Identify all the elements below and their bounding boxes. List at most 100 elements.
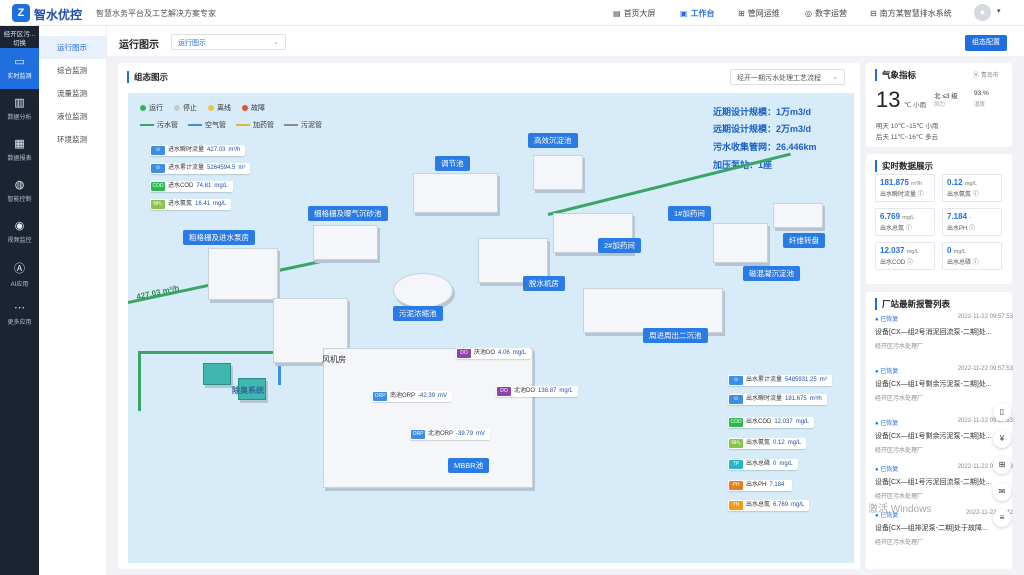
grid-icon[interactable]: ⊞ [993, 456, 1011, 474]
system-icon: ⊟ [870, 9, 877, 18]
coin-icon[interactable]: ¥ [993, 430, 1011, 448]
unit-label-secondary-clarifier[interactable]: 周进周出二沉池 [643, 328, 708, 343]
sidebar-item-analysis[interactable]: ▥数据分析 [0, 89, 39, 130]
diagram-title: 组态图示 [127, 71, 168, 83]
unit-label-deodorization[interactable]: 除臭系统 [232, 386, 264, 395]
brand-logo-icon: Z [12, 4, 30, 22]
process-scene: 运行 停止 离线 故障 污水管 空气管 加药管 污泥管 近期设计规模：1万m3/… [128, 93, 854, 563]
deodorizer-unit [203, 363, 231, 385]
config-button[interactable]: 组态配置 [965, 35, 1007, 51]
sludge-thickener-building [393, 273, 453, 308]
alarm-title: 厂站最新报警列表 [875, 298, 950, 310]
weather-title: 气象指标 [875, 69, 916, 81]
book-icon[interactable]: ▯ [993, 403, 1011, 421]
unit-label-regulating-tank[interactable]: 调节池 [435, 156, 470, 171]
design-capacity-far: 远期设计规模：2万m3/d [713, 124, 812, 134]
site-selector[interactable]: 经开区污...切换 [3, 31, 36, 47]
realtime-title: 实时数据展示 [875, 160, 933, 172]
table-icon: ▦ [14, 138, 25, 150]
info-icon: ⓘ [907, 260, 914, 266]
unit-label-mbbr[interactable]: MBBR池 [448, 458, 490, 473]
info-icon: ⓘ [917, 192, 924, 198]
weather-wind-label: 风力 [934, 102, 946, 108]
sidebar-item-more[interactable]: ⋯更多应用 [0, 294, 39, 335]
submenu-item-overall[interactable]: 综合监测 [57, 66, 87, 75]
info-icon: ⓘ [969, 226, 976, 232]
info-icon: ⓘ [972, 260, 979, 266]
sidebar-item-reports[interactable]: ▦数据报表 [0, 130, 39, 171]
regulating-tank-building [413, 173, 498, 213]
unit-label-fine-screen[interactable]: 细格栅及曝气沉砂池 [308, 206, 388, 221]
unit-label-dosing-room-1[interactable]: 1#加药间 [668, 206, 711, 221]
submenu-item-flow[interactable]: 流量监测 [57, 89, 87, 98]
top-bar: Z 智水优控 智慧水务平台及工艺解决方案专家 ▤首页大屏 ▣工作台 ⊞管网运维 … [0, 0, 1024, 26]
process-select[interactable]: 经开一期污水处理工艺流程⌄ [730, 69, 845, 85]
submenu-item-level[interactable]: 液位监测 [57, 112, 87, 121]
metric-outlet-ph[interactable]: 7.184 -出水PH ⓘ [942, 208, 1002, 236]
unit-label-dosing-room-2[interactable]: 2#加药间 [598, 238, 641, 253]
nav-home-screen[interactable]: ▤首页大屏 [613, 9, 656, 18]
user-avatar[interactable]: ● [974, 4, 991, 21]
location-icon: ⦿ [973, 73, 980, 79]
nav-workbench[interactable]: ▣工作台 [680, 9, 715, 18]
unit-label-blower-room[interactable]: 风机房 [322, 355, 346, 364]
status-dot-icon [242, 105, 248, 111]
secondary-clarifier-building [583, 288, 723, 333]
status-dot-icon [140, 105, 146, 111]
sidebar-item-control[interactable]: ◍智能控制 [0, 171, 39, 212]
chevron-down-icon: ⌄ [832, 74, 838, 81]
bar-chart-icon: ▥ [14, 97, 25, 109]
fine-screen-building [313, 225, 378, 260]
workbench-icon: ▣ [680, 9, 688, 18]
design-capacity-near: 近期设计规模：1万m3/d [713, 107, 812, 117]
screen-icon: ▤ [613, 9, 621, 18]
sidebar-item-realtime[interactable]: ▭实时监测 [0, 48, 39, 89]
submenu-item-environment[interactable]: 环境监测 [57, 135, 87, 144]
nav-digital-ops[interactable]: ◎数字运营 [805, 9, 847, 18]
legend-sludge-pipe: 污泥管 [284, 120, 322, 130]
weather-humidity: 93 % [974, 90, 989, 97]
chevron-down-icon[interactable]: ▾ [997, 8, 1001, 15]
nav-system-switch[interactable]: ⊟南方某智慧排水系统 [870, 9, 952, 18]
unit-label-sludge-thickener[interactable]: 污泥浓缩池 [393, 306, 443, 321]
unit-label-coarse-screen[interactable]: 粗格栅及进水泵房 [183, 230, 255, 245]
status-dot-icon [208, 105, 214, 111]
list-icon[interactable]: ≡ [993, 509, 1011, 527]
nav-network-ops[interactable]: ⊞管网运维 [738, 9, 780, 18]
legend-air-pipe: 空气管 [188, 120, 226, 130]
sedimentation-tank-building [533, 155, 583, 190]
view-select[interactable]: 运行图示⌄ [171, 34, 286, 50]
network-icon: ⊞ [738, 9, 745, 18]
sidebar-item-video[interactable]: ◉视频监控 [0, 212, 39, 253]
windows-watermark: 激活 Windows [868, 504, 932, 515]
weather-wind: 北 ≤3 级 [934, 93, 958, 100]
legend-sewage-pipe: 污水管 [140, 120, 178, 130]
submenu-item-diagram[interactable]: 运行图示 [39, 36, 106, 59]
unit-label-fiber-disc[interactable]: 纤维转盘 [783, 233, 825, 248]
unit-label-magnetic-clarifier[interactable]: 磁混凝沉淀池 [743, 266, 800, 281]
more-icon: ⋯ [14, 302, 25, 314]
unit-label-high-efficiency-sedimentation[interactable]: 高效沉淀池 [528, 133, 578, 148]
unit-label-dewatering-room[interactable]: 脱水机房 [523, 276, 565, 291]
brand-slogan: 智慧水务平台及工艺解决方案专家 [96, 9, 216, 18]
weather-card: 气象指标 ⦿ 青岛市 13 ℃ 小雨 北 ≤3 级 风力 93 % 湿度 明天 … [866, 63, 1012, 147]
sidebar: 经开区污...切换 ▭实时监测 ▥数据分析 ▦数据报表 ◍智能控制 ◉视频监控 … [0, 26, 39, 575]
mail-icon[interactable]: ✉ [993, 483, 1011, 501]
